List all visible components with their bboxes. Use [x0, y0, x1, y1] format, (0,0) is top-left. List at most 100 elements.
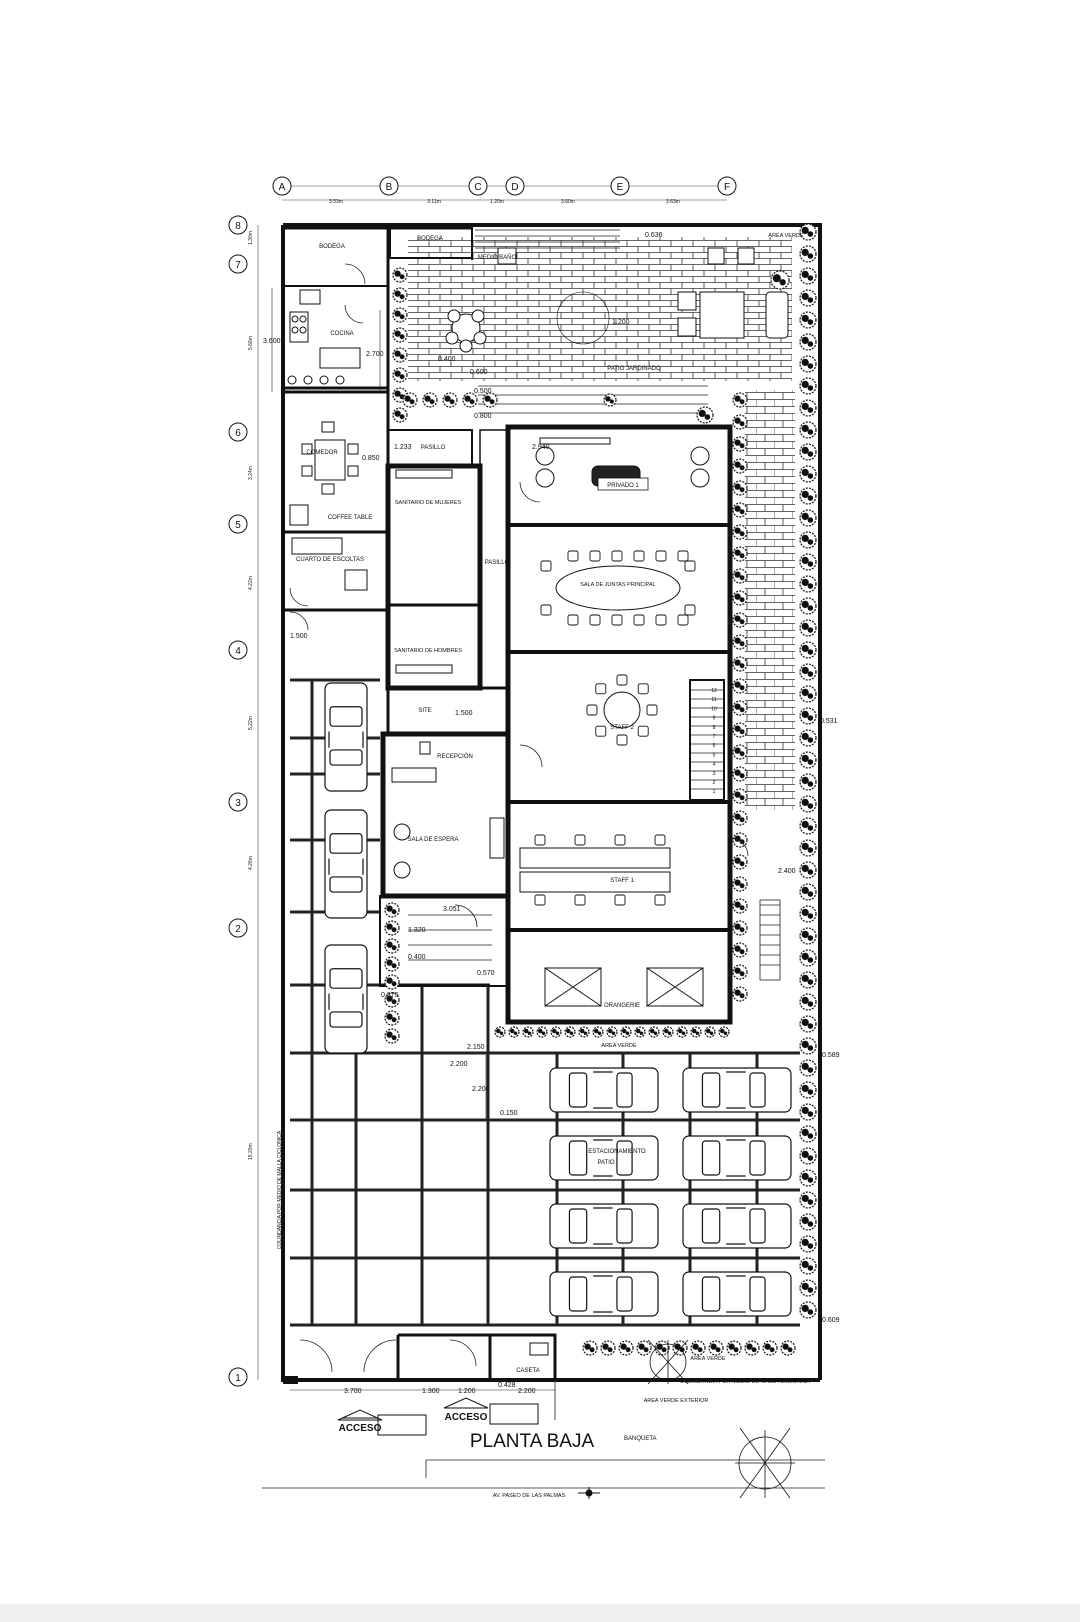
chair-icon: [654, 894, 666, 906]
tree-icon: [384, 974, 400, 990]
tree-icon: [578, 1026, 590, 1038]
chair-icon: [677, 550, 689, 562]
tree-icon: [636, 1340, 652, 1356]
tree-icon: [799, 1059, 817, 1077]
svg-text:2: 2: [235, 924, 241, 935]
svg-text:0.500: 0.500: [474, 388, 492, 395]
svg-text:5: 5: [235, 520, 241, 531]
tree-icon: [799, 883, 817, 901]
tree-icon: [690, 1026, 702, 1038]
tree-icon: [482, 392, 498, 408]
page-title: PLANTA BAJA: [470, 1431, 595, 1452]
svg-text:3: 3: [235, 798, 241, 809]
tree-icon: [799, 1301, 817, 1319]
tree-icon: [732, 788, 748, 804]
chair-icon: [589, 614, 601, 626]
tree-icon: [732, 524, 748, 540]
chair-icon: [574, 834, 586, 846]
tree-icon: [799, 443, 817, 461]
tree-icon: [718, 1026, 730, 1038]
tree-icon: [732, 832, 748, 848]
dim-e-f: 3.63m: [666, 199, 680, 205]
chair-icon: [677, 614, 689, 626]
tree-icon: [732, 700, 748, 716]
tree-icon: [799, 1257, 817, 1275]
label-patio: PATIO: [597, 1160, 614, 1166]
side-path-paving: [745, 390, 795, 810]
svg-text:2.200: 2.200: [518, 1388, 536, 1395]
tree-icon: [592, 1026, 604, 1038]
tree-icon: [799, 1081, 817, 1099]
chair-icon: [633, 614, 645, 626]
car-icon: [549, 1203, 659, 1249]
tree-icon: [799, 465, 817, 483]
axis-bubble-2: 2: [228, 918, 248, 938]
tree-icon: [402, 392, 418, 408]
tree-icon: [732, 480, 748, 496]
svg-text:1.200: 1.200: [612, 319, 630, 326]
stair-step-number: 10: [711, 706, 717, 712]
car-icon: [324, 809, 368, 919]
tree-icon: [384, 1010, 400, 1026]
svg-text:2.150: 2.150: [467, 1044, 485, 1051]
stairs-staff2: [690, 689, 724, 790]
tree-icon: [676, 1026, 688, 1038]
tree-icon: [799, 333, 817, 351]
tree-icon: [550, 1026, 562, 1038]
chair-icon: [534, 894, 546, 906]
chair-icon: [637, 725, 649, 737]
chair-icon: [654, 834, 666, 846]
tree-icon: [799, 509, 817, 527]
chair-icon: [540, 560, 552, 572]
tree-icon: [732, 986, 748, 1002]
axis-bubble-d: D: [505, 176, 525, 196]
north-arrow-icon: [735, 1427, 795, 1499]
svg-text:3.24m: 3.24m: [248, 466, 254, 480]
tree-icon: [799, 597, 817, 615]
svg-text:6: 6: [235, 428, 241, 439]
svg-text:2.700: 2.700: [366, 351, 384, 358]
tree-icon: [384, 956, 400, 972]
tree-icon: [799, 223, 817, 241]
tree-icon: [392, 287, 408, 303]
svg-text:C: C: [474, 182, 481, 193]
tree-icon: [799, 487, 817, 505]
chair-icon: [567, 550, 579, 562]
tree-icon: [384, 938, 400, 954]
chair-icon: [595, 683, 607, 695]
tree-icon: [799, 861, 817, 879]
stair-step-number: 3: [713, 771, 716, 777]
tree-icon: [799, 905, 817, 923]
label-orangerie: ORANGERIE: [604, 1003, 640, 1009]
chair-icon: [614, 894, 626, 906]
chair-icon: [614, 834, 626, 846]
tree-icon: [799, 377, 817, 395]
label-sanitario-hombres: SANITARIO DE HOMBRES: [394, 648, 462, 654]
svg-text:1: 1: [235, 1373, 241, 1384]
svg-text:0.609: 0.609: [822, 1317, 840, 1324]
label-comedor: COMEDOR: [306, 450, 338, 456]
car-icon: [682, 1135, 792, 1181]
svg-text:5.22m: 5.22m: [248, 716, 254, 730]
svg-text:0.600: 0.600: [470, 369, 488, 376]
tree-icon: [732, 568, 748, 584]
svg-text:0.531: 0.531: [820, 718, 838, 725]
svg-text:3.051: 3.051: [443, 906, 461, 913]
tree-icon: [732, 964, 748, 980]
svg-text:0.875: 0.875: [381, 992, 399, 999]
tree-icon: [799, 421, 817, 439]
svg-text:5.66m: 5.66m: [248, 336, 254, 350]
label-cocina: COCINA: [330, 331, 353, 337]
tree-icon: [600, 1340, 616, 1356]
svg-text:4: 4: [235, 646, 241, 657]
tree-icon: [732, 810, 748, 826]
tree-icon: [696, 406, 714, 424]
tree-icon: [620, 1026, 632, 1038]
tree-icon: [732, 436, 748, 452]
chair-icon: [567, 614, 579, 626]
tree-icon: [770, 270, 790, 290]
chair-icon: [611, 614, 623, 626]
doors: [289, 263, 749, 1373]
tree-icon: [799, 311, 817, 329]
